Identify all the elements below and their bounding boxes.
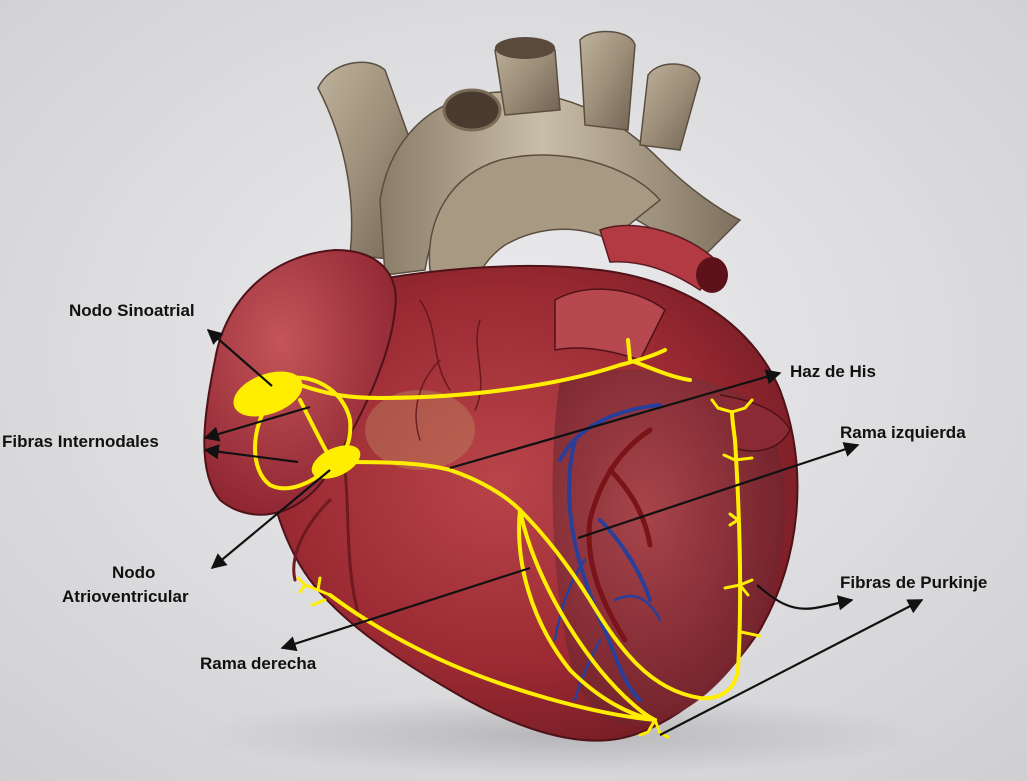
purkinje-twig-top [710, 398, 754, 414]
pulmonary-trunk [428, 154, 662, 312]
purkinje-twig-left [296, 576, 332, 607]
label-haz-de-his: Haz de His [790, 362, 876, 381]
purkinje-twig-1 [722, 453, 754, 462]
pointer-arrows [203, 328, 924, 736]
great-vessels [317, 30, 742, 312]
bachmann-bundle-branch-2 [633, 360, 692, 382]
arrow-fibras-internodales-2 [203, 444, 299, 464]
sinoatrial-node [233, 371, 303, 417]
his-bundle [343, 460, 522, 512]
purkinje-twig-4 [739, 630, 762, 638]
left-bundle-branch-main [518, 508, 740, 701]
right-bundle-branch [518, 508, 657, 722]
brachiocephalic-opening [495, 37, 555, 59]
coronary-artery [586, 427, 653, 643]
arrow-haz-de-his [449, 369, 782, 470]
coronary-vein-branches [553, 558, 662, 702]
right-coronary-artery [292, 468, 362, 622]
left-atrial-appendage [554, 288, 666, 361]
arrow-rama-izquierda [577, 442, 860, 540]
left-subclavian [639, 63, 701, 151]
label-fibras-de-purkinje: Fibras de Purkinje [840, 573, 987, 592]
purkinje-twigs [296, 398, 762, 739]
label-rama-derecha: Rama derecha [200, 654, 317, 673]
arrow-nodo-sinoatrial [206, 328, 273, 387]
arrow-rama-derecha [280, 566, 531, 652]
purkinje-twig-apex [638, 718, 670, 739]
arrow-fibras-de-purkinje-apex [659, 599, 924, 736]
atrioventricular-node [311, 445, 361, 479]
purkinje-twig-2 [728, 512, 740, 527]
label-fibras-internodales: Fibras Internodales [2, 432, 159, 451]
internodal-fiber-loop [253, 398, 327, 491]
right-bundle-branch-lower [328, 593, 657, 722]
left-ventricle [552, 369, 786, 726]
vessel-opening [442, 88, 502, 132]
purkinje-twig-3 [723, 578, 754, 597]
pulmonary-vein-opening [696, 257, 728, 293]
label-rama-izquierda: Rama izquierda [840, 423, 966, 442]
inner-septal-branch [517, 508, 657, 722]
bachmann-bundle-branch-1 [626, 338, 632, 362]
fat-tissue [365, 390, 475, 470]
arrow-nodo-atrioventricular [210, 469, 331, 569]
coronary-vessels [292, 299, 662, 702]
arrow-fibras-de-purkinje-curved [756, 584, 854, 611]
label-nodo-sinoatrial: Nodo Sinoatrial [69, 301, 195, 320]
label-nodo-av-line1: Nodo [112, 563, 155, 582]
arrow-fibras-internodales-1 [203, 405, 311, 442]
conduction-system [253, 338, 743, 722]
heart-body [203, 248, 799, 742]
labels: Nodo Sinoatrial Fibras Internodales Nodo… [2, 301, 987, 673]
left-common-carotid [579, 30, 636, 131]
label-nodo-av-line2: Atrioventricular [62, 587, 189, 606]
